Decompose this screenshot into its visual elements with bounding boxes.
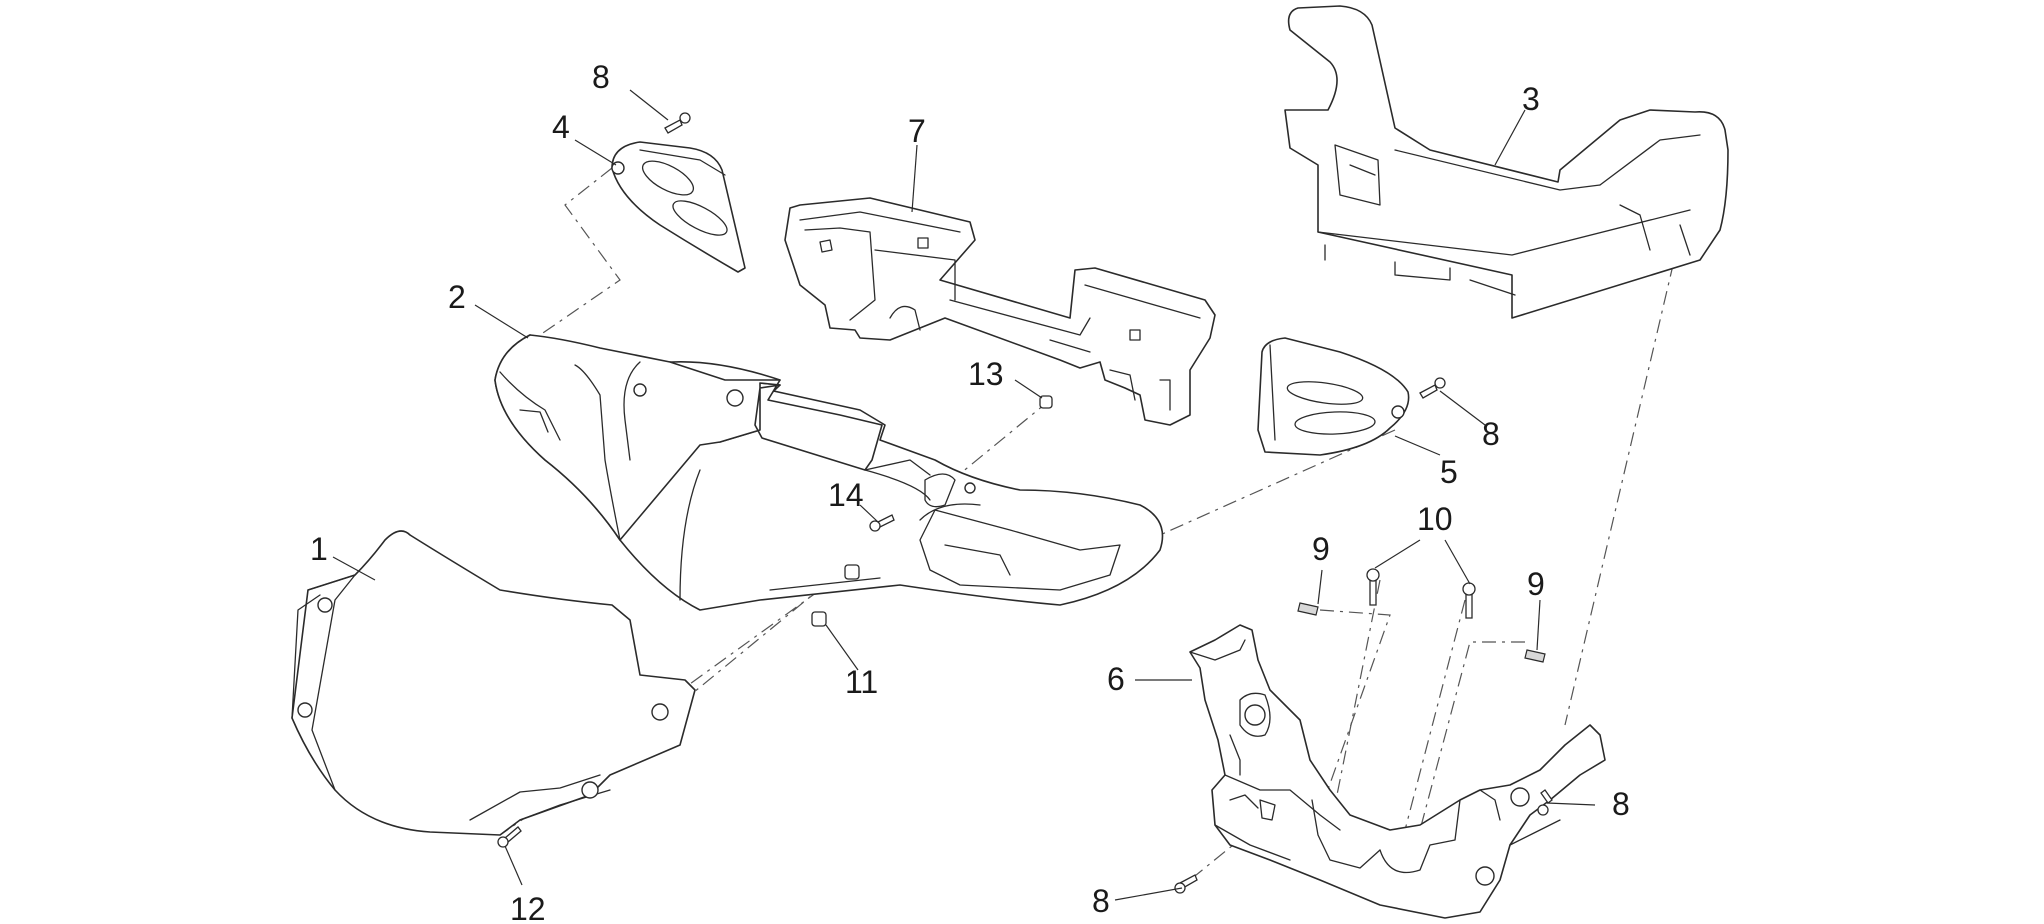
part-7-inner-frame xyxy=(784,197,1216,426)
part-6-rear-handlebar-cover xyxy=(1189,624,1606,919)
screw-8-bottom xyxy=(1174,874,1198,894)
callout-8-top: 8 xyxy=(592,59,610,95)
leader-lines xyxy=(332,89,1596,901)
callout-11: 11 xyxy=(845,664,878,700)
callout-8-right: 8 xyxy=(1482,416,1500,452)
callout-3: 3 xyxy=(1522,81,1540,117)
callout-4: 4 xyxy=(552,109,570,145)
callout-8-lower-right: 8 xyxy=(1612,786,1630,822)
callout-2: 2 xyxy=(448,279,466,315)
part-1-front-lower-cover xyxy=(291,530,696,836)
callout-12: 12 xyxy=(510,891,546,924)
callout-8-bottom: 8 xyxy=(1092,883,1110,919)
callout-1: 1 xyxy=(310,531,328,567)
screws-10 xyxy=(1366,568,1476,619)
screw-8-right xyxy=(1419,377,1446,399)
callout-5: 5 xyxy=(1440,454,1458,490)
part-3-support-bracket xyxy=(1284,5,1729,319)
part-4-left-grille-cover xyxy=(611,141,746,273)
part-2-front-handlebar-cover xyxy=(494,334,1164,611)
screw-14 xyxy=(869,514,895,532)
callout-7: 7 xyxy=(908,113,926,149)
screw-8-top xyxy=(664,112,691,134)
callout-labels: 1 2 3 4 5 6 7 8 8 8 8 9 9 10 11 12 13 14 xyxy=(310,59,1630,924)
spacers-11-13 xyxy=(811,395,1053,627)
part-5-right-grille-cover xyxy=(1257,337,1410,456)
callout-10: 10 xyxy=(1417,501,1453,537)
callout-13: 13 xyxy=(968,356,1004,392)
callout-9-left: 9 xyxy=(1312,531,1330,567)
callout-6: 6 xyxy=(1107,661,1125,697)
callout-9-right: 9 xyxy=(1527,566,1545,602)
springs-9 xyxy=(1297,602,1546,663)
callout-14: 14 xyxy=(828,477,864,513)
screw-8-lower-right xyxy=(1537,789,1553,816)
screw-12 xyxy=(497,826,522,848)
